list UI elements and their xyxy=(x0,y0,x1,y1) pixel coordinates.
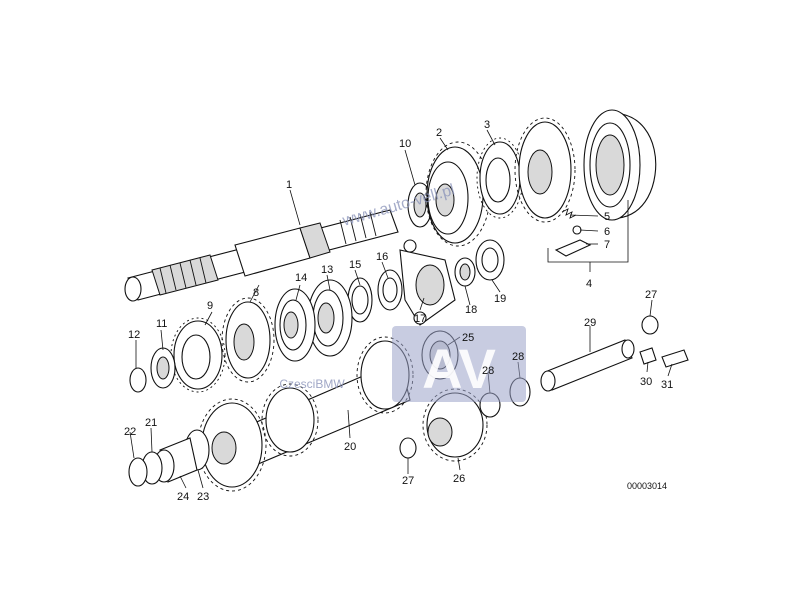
reverse-gear-26 xyxy=(422,388,488,462)
sliding-sleeve xyxy=(583,109,657,221)
detent-spring-5 xyxy=(561,208,577,219)
callout-5: 5 xyxy=(604,211,610,223)
circlip-22 xyxy=(128,457,148,487)
callout-4: 4 xyxy=(586,278,592,290)
callout-8: 8 xyxy=(253,287,259,299)
callout-24: 24 xyxy=(177,491,189,503)
callout-labels: 1 2 3 4 5 6 7 8 9 10 11 12 13 14 15 16 1… xyxy=(124,119,673,503)
callout-9: 9 xyxy=(207,300,213,312)
callout-15: 15 xyxy=(349,259,361,271)
callout-26: 26 xyxy=(453,473,465,485)
reverse-shaft-29 xyxy=(540,339,635,392)
callout-18: 18 xyxy=(465,304,477,316)
callout-28-a: 28 xyxy=(482,365,494,377)
callout-7: 7 xyxy=(604,239,610,251)
callout-13: 13 xyxy=(321,264,333,276)
synchro-ring-9 xyxy=(170,317,226,393)
callout-31: 31 xyxy=(661,379,673,391)
synchro-ring-3 xyxy=(476,137,524,219)
callout-22: 22 xyxy=(124,426,136,438)
callout-17: 17 xyxy=(414,313,426,325)
circlip-27-upper xyxy=(641,315,659,335)
thrust-piece-7 xyxy=(554,239,592,257)
bearing-14 xyxy=(274,288,316,362)
callout-14: 14 xyxy=(295,272,307,284)
callout-2: 2 xyxy=(436,127,442,139)
callout-11: 11 xyxy=(156,318,167,330)
bearing-flange-17 xyxy=(399,239,456,326)
diagram-code: 00003014 xyxy=(627,481,667,491)
callout-27-upper: 27 xyxy=(645,289,657,301)
callout-19: 19 xyxy=(494,293,506,305)
callout-10: 10 xyxy=(399,138,411,150)
callout-20: 20 xyxy=(344,441,356,453)
gear-8 xyxy=(221,297,275,383)
callout-6: 6 xyxy=(604,226,610,238)
ring-16 xyxy=(377,269,403,311)
bolt-31 xyxy=(661,349,689,368)
watermark-badge: AV xyxy=(392,326,526,402)
callout-21: 21 xyxy=(145,417,157,429)
callout-28-b: 28 xyxy=(512,351,524,363)
synchro-hub xyxy=(514,117,576,223)
ring-15 xyxy=(347,277,373,323)
washer-30 xyxy=(639,347,657,365)
callout-23: 23 xyxy=(197,491,209,503)
callout-30: 30 xyxy=(640,376,652,388)
circlip-12 xyxy=(129,367,147,393)
callout-1: 1 xyxy=(286,179,292,191)
washer-19 xyxy=(475,239,505,281)
callout-25: 25 xyxy=(462,332,474,344)
main-shaft xyxy=(124,209,399,302)
callout-16: 16 xyxy=(376,251,388,263)
callout-3: 3 xyxy=(484,119,490,131)
watermark-badge-text: AV xyxy=(422,337,496,400)
watermark-text: CzesciBMW xyxy=(279,377,345,391)
detent-ball-6 xyxy=(572,225,582,235)
circlip-18 xyxy=(454,257,476,287)
callout-12: 12 xyxy=(128,329,140,341)
needle-bearing-11 xyxy=(150,347,176,389)
callout-27-lower: 27 xyxy=(402,475,414,487)
circlip-27-lower xyxy=(399,437,417,459)
callout-29: 29 xyxy=(584,317,596,329)
